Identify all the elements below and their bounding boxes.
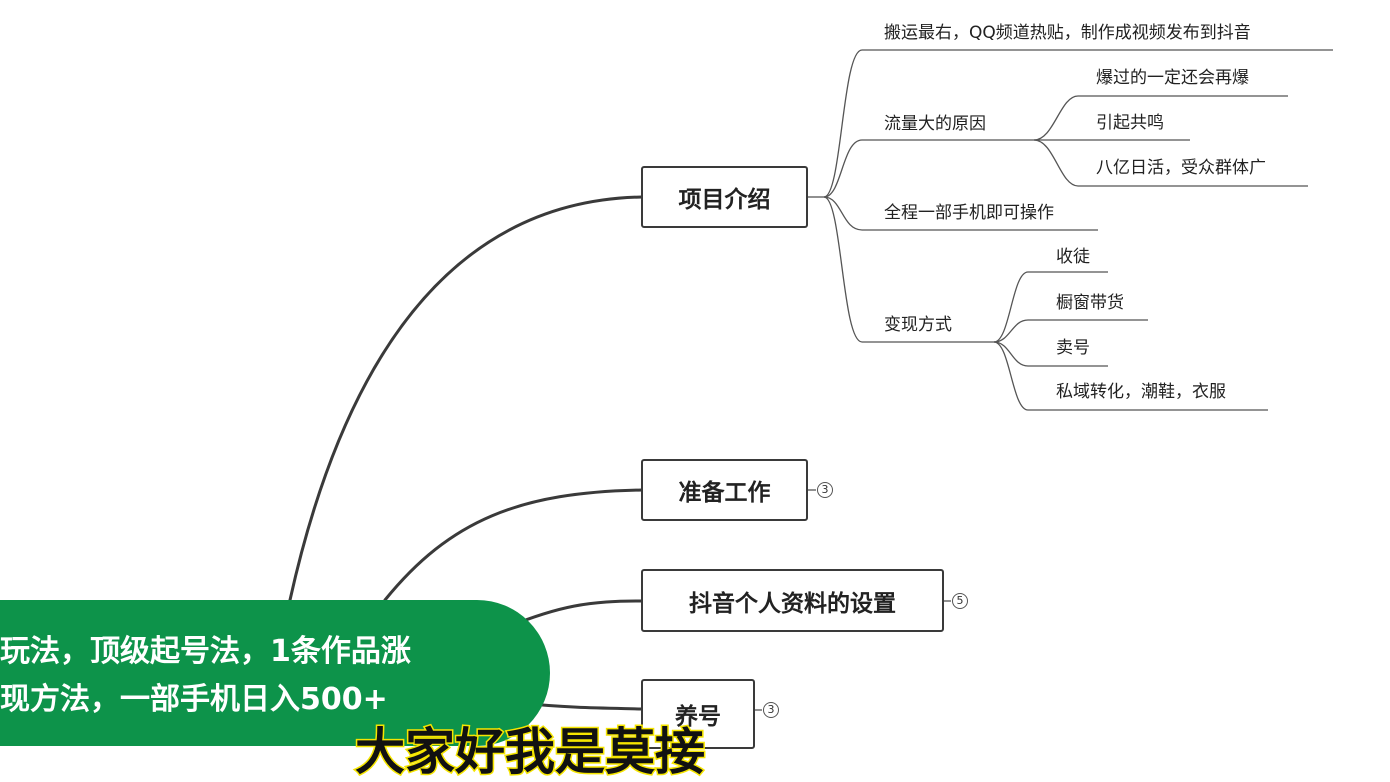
- topic-liuliang-yuanyin[interactable]: 流量大的原因: [884, 114, 986, 134]
- collapse-badge-ziliao[interactable]: 5: [952, 593, 968, 609]
- node-douyin-ziliao-shezhi[interactable]: 抖音个人资料的设置: [641, 569, 944, 632]
- mindmap-connectors: [288, 49, 1333, 711]
- title-banner: 玩法，顶级起号法，1条作品涨 现方法，一部手机日入500+: [0, 600, 550, 746]
- subtopic-gongming[interactable]: 引起共鸣: [1096, 113, 1164, 133]
- subtopic-chuchuang[interactable]: 橱窗带货: [1056, 293, 1124, 313]
- topic-bianxian-fangshi[interactable]: 变现方式: [884, 315, 952, 335]
- subtopic-bayi-rihuo[interactable]: 八亿日活，受众群体广: [1096, 158, 1266, 178]
- topic-quancheng-shouji[interactable]: 全程一部手机即可操作: [884, 203, 1054, 223]
- topic-banyun[interactable]: 搬运最右，QQ频道热贴，制作成视频发布到抖音: [884, 23, 1251, 43]
- node-xiangmu-jieshao[interactable]: 项目介绍: [641, 166, 808, 228]
- collapse-badge-yanghao[interactable]: 3: [763, 702, 779, 718]
- subtopic-maihao[interactable]: 卖号: [1056, 338, 1090, 358]
- subtopic-siyu[interactable]: 私域转化，潮鞋，衣服: [1056, 382, 1226, 402]
- branch-line-zhunbei: [383, 488, 644, 602]
- collapse-badge-zhunbei[interactable]: 3: [817, 482, 833, 498]
- banner-line-1: 玩法，顶级起号法，1条作品涨: [0, 634, 411, 669]
- video-subtitle: 大家好我是莫接: [354, 722, 707, 782]
- branch-line-xiangmu: [288, 195, 644, 602]
- subtopic-baoguo[interactable]: 爆过的一定还会再爆: [1096, 68, 1249, 88]
- subtopic-shoutu[interactable]: 收徒: [1056, 247, 1090, 267]
- banner-line-2: 现方法，一部手机日入500+: [0, 682, 388, 717]
- node-zhunbei-gongzuo[interactable]: 准备工作: [641, 459, 808, 521]
